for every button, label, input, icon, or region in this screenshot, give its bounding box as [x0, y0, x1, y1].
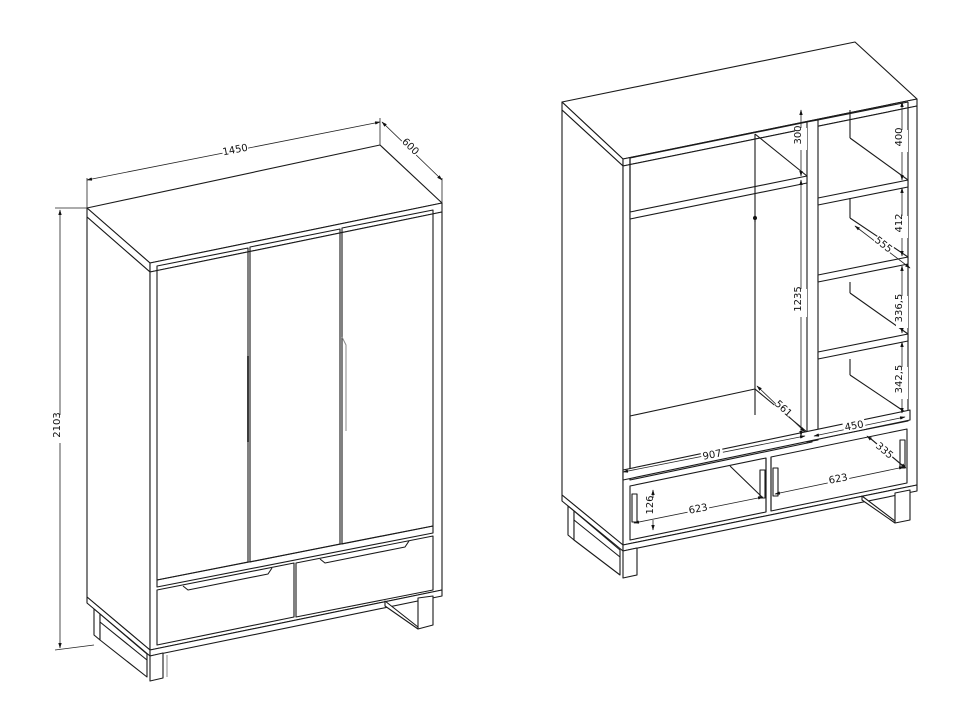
right-shelf-1-label: 400 [894, 127, 905, 146]
hanging-width-label: 907 [702, 448, 723, 462]
side-panel [86, 216, 151, 651]
drawer-handle-left [182, 567, 273, 591]
width-label: 1450 [222, 143, 249, 159]
top-shelf-clearance-label: 300 [793, 125, 804, 144]
door-handle-right [341, 336, 347, 431]
drawer-left [156, 562, 295, 646]
depth-label: 600 [399, 136, 420, 157]
hanging-height-label: 1235 [793, 286, 804, 311]
right-width-label: 450 [844, 419, 865, 433]
exterior-view: 1450 600 2103 [52, 118, 443, 682]
right-shelf-2-label: 412 [894, 213, 905, 232]
drawer-height-label: 126 [645, 495, 656, 514]
drawer-left-width-label: 623 [688, 502, 709, 516]
side-panel-interior [561, 109, 624, 546]
hanging-top-shelf [629, 133, 808, 415]
drawer-handle-right [319, 540, 410, 564]
rail-bracket-icon [753, 216, 757, 220]
top-panel-interior [561, 41, 918, 167]
interior-view: 300 1235 561 907 400 412 555 [561, 41, 918, 579]
drawer-right [295, 535, 434, 618]
sled-legs-interior [567, 489, 911, 579]
drawers [156, 525, 434, 646]
height-label: 2103 [52, 412, 63, 437]
right-shelf-3-label: 336,5 [894, 294, 905, 323]
sled-legs [93, 595, 434, 682]
right-shelf-4-label: 342,5 [894, 365, 905, 394]
center-divider [806, 119, 819, 443]
drawer-right-width-label: 623 [828, 472, 849, 486]
